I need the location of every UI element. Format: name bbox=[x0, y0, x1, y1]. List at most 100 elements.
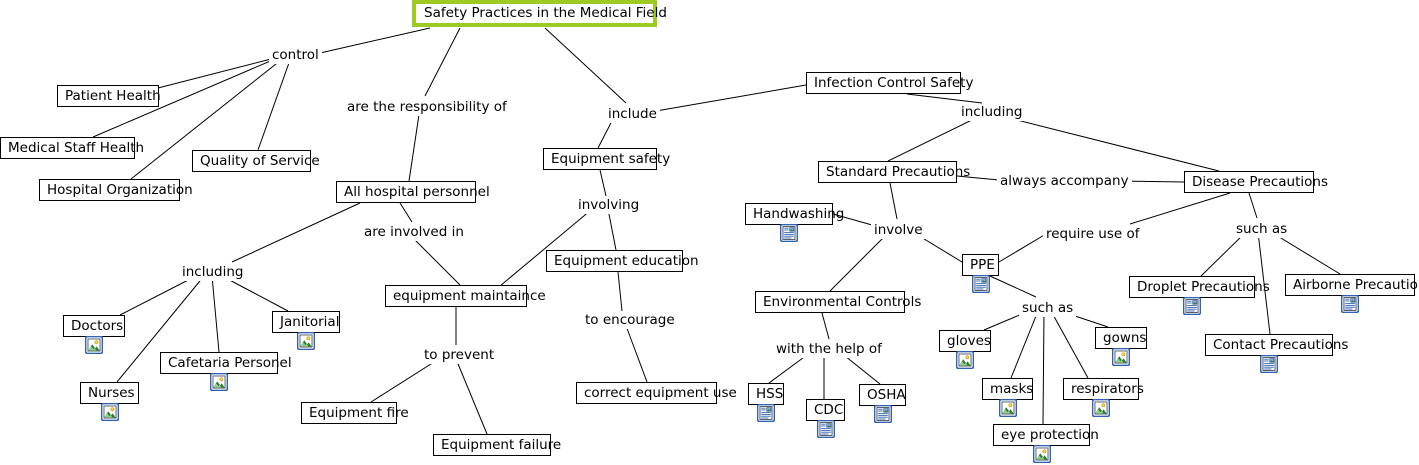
node-eqeducation[interactable]: Equipment education bbox=[546, 250, 699, 272]
picture-icon[interactable] bbox=[1033, 445, 1051, 463]
node-label: Janitorial bbox=[280, 314, 340, 330]
picture-icon[interactable] bbox=[85, 336, 103, 354]
edge-l_include-to-infection bbox=[655, 84, 807, 112]
node-patient[interactable]: Patient Health bbox=[57, 85, 161, 107]
edge-envcontrols-to-l_helpof bbox=[821, 312, 830, 340]
document-icon[interactable] bbox=[1183, 297, 1201, 315]
node-standard[interactable]: Standard Precautions bbox=[818, 161, 970, 183]
node-masks[interactable]: masks bbox=[982, 378, 1033, 400]
node-label: All hospital personnel bbox=[344, 184, 490, 200]
node-label: Equipment fire bbox=[309, 405, 409, 421]
node-osha[interactable]: OSHA bbox=[859, 384, 906, 406]
edge-l_suchas2-to-eyeprot bbox=[1042, 310, 1045, 425]
document-icon[interactable] bbox=[757, 404, 775, 422]
node-gowns[interactable]: gowns bbox=[1095, 327, 1147, 349]
link-label-l_requireuse[interactable]: require use of bbox=[1043, 227, 1143, 243]
node-eqsafety[interactable]: Equipment safety bbox=[543, 148, 670, 170]
link-label-l_helpof[interactable]: with the help of bbox=[773, 342, 885, 358]
node-gloves[interactable]: gloves bbox=[939, 330, 991, 352]
document-icon[interactable] bbox=[1260, 355, 1278, 373]
node-label: PPE bbox=[970, 257, 995, 273]
edge-l_involvedin-to-maintaince bbox=[411, 236, 461, 286]
node-label: Hospital Organization bbox=[47, 182, 193, 198]
edge-l_suchas2-to-masks bbox=[1010, 310, 1039, 379]
node-label: masks bbox=[990, 381, 1034, 397]
node-nurses[interactable]: Nurses bbox=[80, 382, 139, 404]
picture-icon[interactable] bbox=[1092, 399, 1110, 417]
node-handwashing[interactable]: Handwashing bbox=[745, 203, 844, 225]
link-label-l_including1[interactable]: including bbox=[179, 265, 247, 281]
edge-eqeducation-to-l_encourage bbox=[617, 271, 623, 312]
link-label-l_suchas1[interactable]: such as bbox=[1233, 222, 1291, 238]
edge-l_involving-to-eqeducation bbox=[607, 208, 617, 251]
document-icon[interactable] bbox=[972, 275, 990, 293]
node-janitorial[interactable]: Janitorial bbox=[272, 311, 340, 333]
picture-icon[interactable] bbox=[1112, 348, 1130, 366]
picture-icon[interactable] bbox=[210, 373, 228, 391]
node-hss[interactable]: HSS bbox=[748, 383, 784, 405]
node-label: OSHA bbox=[867, 387, 906, 403]
edge-l_involving-to-maintaince bbox=[499, 209, 592, 287]
node-label: Droplet Precautions bbox=[1137, 279, 1270, 295]
node-infection[interactable]: Infection Control Safety bbox=[806, 72, 973, 94]
node-contact[interactable]: Contact Precautions bbox=[1205, 334, 1348, 356]
node-disease[interactable]: Disease Precautions bbox=[1184, 171, 1328, 193]
document-icon[interactable] bbox=[1341, 295, 1359, 313]
edge-l_toprevent-to-eqfailure bbox=[455, 358, 488, 435]
node-root[interactable]: Safety Practices in the Medical Field bbox=[412, 0, 667, 27]
link-label-l_involve[interactable]: involve bbox=[871, 223, 926, 239]
link-label-l_control[interactable]: control bbox=[269, 48, 322, 64]
edge-root-to-l_resp bbox=[424, 27, 461, 97]
node-quality[interactable]: Quality of Service bbox=[192, 150, 320, 172]
link-label-l_involving[interactable]: involving bbox=[575, 198, 643, 214]
node-eqfire[interactable]: Equipment fire bbox=[301, 402, 409, 424]
node-envcontrols[interactable]: Environmental Controls bbox=[755, 291, 921, 313]
document-icon[interactable] bbox=[874, 405, 892, 423]
document-icon[interactable] bbox=[817, 420, 835, 438]
node-maintaince[interactable]: equipment maintaince bbox=[385, 285, 546, 307]
link-label-l_including2[interactable]: including bbox=[958, 105, 1026, 121]
node-droplet[interactable]: Droplet Precautions bbox=[1129, 276, 1270, 298]
link-label-l_resp[interactable]: are the responsibility of bbox=[344, 100, 510, 116]
edge-ppe-to-l_requireuse bbox=[998, 233, 1047, 263]
edge-l_suchas1-to-droplet bbox=[1200, 231, 1247, 277]
node-label: Equipment education bbox=[554, 253, 699, 269]
node-label: HSS bbox=[756, 386, 784, 402]
node-label: Handwashing bbox=[753, 206, 845, 222]
node-ppe[interactable]: PPE bbox=[962, 254, 999, 276]
link-label-l_involvedin[interactable]: are involved in bbox=[361, 225, 467, 241]
edge-infection-to-l_including2 bbox=[906, 93, 983, 104]
node-label: respirators bbox=[1071, 381, 1144, 397]
node-label: Safety Practices in the Medical Field bbox=[424, 5, 667, 21]
node-respirators[interactable]: respirators bbox=[1063, 378, 1144, 400]
node-personnel[interactable]: All hospital personnel bbox=[336, 181, 490, 203]
picture-icon[interactable] bbox=[101, 403, 119, 421]
edge-l_including2-to-standard bbox=[887, 116, 979, 162]
edge-l_including1-to-cafetaria bbox=[211, 275, 220, 353]
picture-icon[interactable] bbox=[999, 399, 1017, 417]
node-hospitalorg[interactable]: Hospital Organization bbox=[39, 179, 193, 201]
node-cdc[interactable]: CDC bbox=[806, 399, 845, 421]
picture-icon[interactable] bbox=[956, 351, 974, 369]
picture-icon[interactable] bbox=[297, 332, 315, 350]
node-staff[interactable]: Medical Staff Health bbox=[0, 137, 144, 159]
edge-l_resp-to-personnel bbox=[408, 107, 421, 182]
node-label: Medical Staff Health bbox=[8, 140, 145, 156]
node-cafetaria[interactable]: Cafetaria Personel bbox=[160, 352, 292, 374]
link-label-l_encourage[interactable]: to encourage bbox=[582, 313, 678, 329]
document-icon[interactable] bbox=[780, 224, 798, 242]
node-eqfailure[interactable]: Equipment failure bbox=[433, 434, 561, 456]
link-label-l_include[interactable]: include bbox=[605, 107, 660, 123]
link-label-l_accompany[interactable]: always accompany bbox=[997, 174, 1132, 190]
edge-l_suchas1-to-airborne bbox=[1270, 231, 1341, 275]
node-correctuse[interactable]: correct equipment use bbox=[576, 382, 737, 404]
link-label-l_toprevent[interactable]: to prevent bbox=[421, 348, 498, 364]
node-label: Doctors bbox=[71, 318, 124, 334]
link-label-l_suchas2[interactable]: such as bbox=[1019, 301, 1077, 317]
node-airborne[interactable]: Airborne Precautions bbox=[1285, 274, 1419, 296]
edge-disease-to-l_suchas1 bbox=[1248, 192, 1258, 219]
edge-l_involve-to-envcontrols bbox=[829, 233, 888, 292]
node-doctors[interactable]: Doctors bbox=[63, 315, 125, 337]
node-eyeprot[interactable]: eye protection bbox=[993, 424, 1099, 446]
